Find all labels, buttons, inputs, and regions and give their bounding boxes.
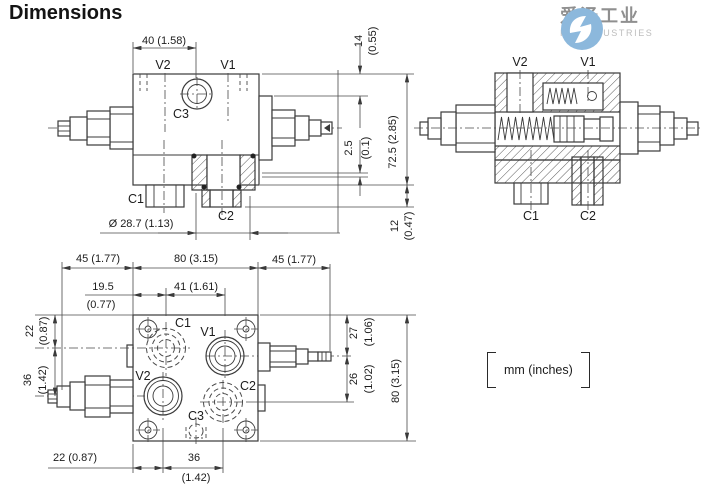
dim-27-mm: 27: [348, 327, 360, 339]
bracket-left: [487, 352, 496, 388]
dim-27-in: (1.06): [363, 318, 375, 347]
dim-36b-in: (1.42): [182, 472, 211, 484]
section-port-v1: V1: [580, 55, 595, 69]
dim-22l-in: (0.87): [38, 317, 50, 346]
dim-right45-label: 45 (1.77): [272, 254, 316, 266]
bottom-port-v1: V1: [200, 325, 215, 339]
units-note-label: mm (inches): [504, 363, 573, 377]
dim-36l-in: (1.42): [37, 366, 49, 395]
dim-2-5-mm: 2.5: [343, 140, 355, 155]
dim-26-mm: 26: [348, 373, 360, 385]
dim-12-in: (0.47): [403, 212, 415, 241]
dim-19-5-mm: 19.5: [92, 281, 113, 293]
dim-72-5-label: 72.5 (2.85): [387, 115, 399, 168]
dim-80r-label: 80 (3.15): [390, 359, 402, 403]
dim-2-5-in: (0.1): [360, 137, 372, 160]
bottom-port-c2: C2: [240, 379, 256, 393]
section-view: V2 V1 C1 C2: [414, 55, 703, 223]
dim-14-mm: 14: [353, 35, 365, 47]
dim-22b-label: 22 (0.87): [53, 452, 97, 464]
dim-26-in: (1.02): [363, 365, 375, 394]
side-port-c2: C2: [218, 209, 234, 223]
brand-name-en: IZE INDUSTRIES: [560, 27, 654, 38]
dim-36l-mm: 36: [22, 374, 34, 386]
dim-19-5-in: (0.77): [87, 299, 116, 311]
dim-36b-mm: 36: [188, 452, 200, 464]
bottom-port-c1: C1: [175, 316, 191, 330]
side-port-c3: C3: [173, 107, 189, 121]
bottom-port-c3: C3: [188, 409, 204, 423]
dim-top80-label: 80 (3.15): [174, 253, 218, 265]
bottom-view: 45 (1.77) 80 (3.15) 45 (1.77) 19.5 (0.77…: [22, 253, 416, 484]
side-port-c1: C1: [128, 192, 144, 206]
side-port-v1: V1: [220, 58, 235, 72]
dim-41-label: 41 (1.61): [174, 281, 218, 293]
side-port-v2: V2: [155, 58, 170, 72]
bottom-port-v2: V2: [135, 369, 150, 383]
section-port-c2: C2: [580, 209, 596, 223]
section-port-v2: V2: [512, 55, 527, 69]
ize-logo-icon: [561, 8, 603, 50]
dim-12-mm: 12: [389, 220, 401, 232]
side-view: 40 (1.58) V2 V1 C3 C1 C2 14 (0.55) 2.5 (…: [48, 27, 415, 241]
dim-left45-label: 45 (1.77): [76, 253, 120, 265]
dim-40-label: 40 (1.58): [142, 35, 186, 47]
units-note: mm (inches): [487, 352, 590, 388]
dim-22l-mm: 22: [24, 325, 36, 337]
dim-28-7-label: Ø 28.7 (1.13): [109, 218, 174, 230]
section-port-c1: C1: [523, 209, 539, 223]
page-title: Dimensions: [9, 2, 123, 24]
bracket-right: [580, 352, 590, 388]
dim-14-in: (0.55): [367, 27, 379, 56]
company-logo: 爱泽工业 IZE INDUSTRIES: [560, 6, 654, 50]
